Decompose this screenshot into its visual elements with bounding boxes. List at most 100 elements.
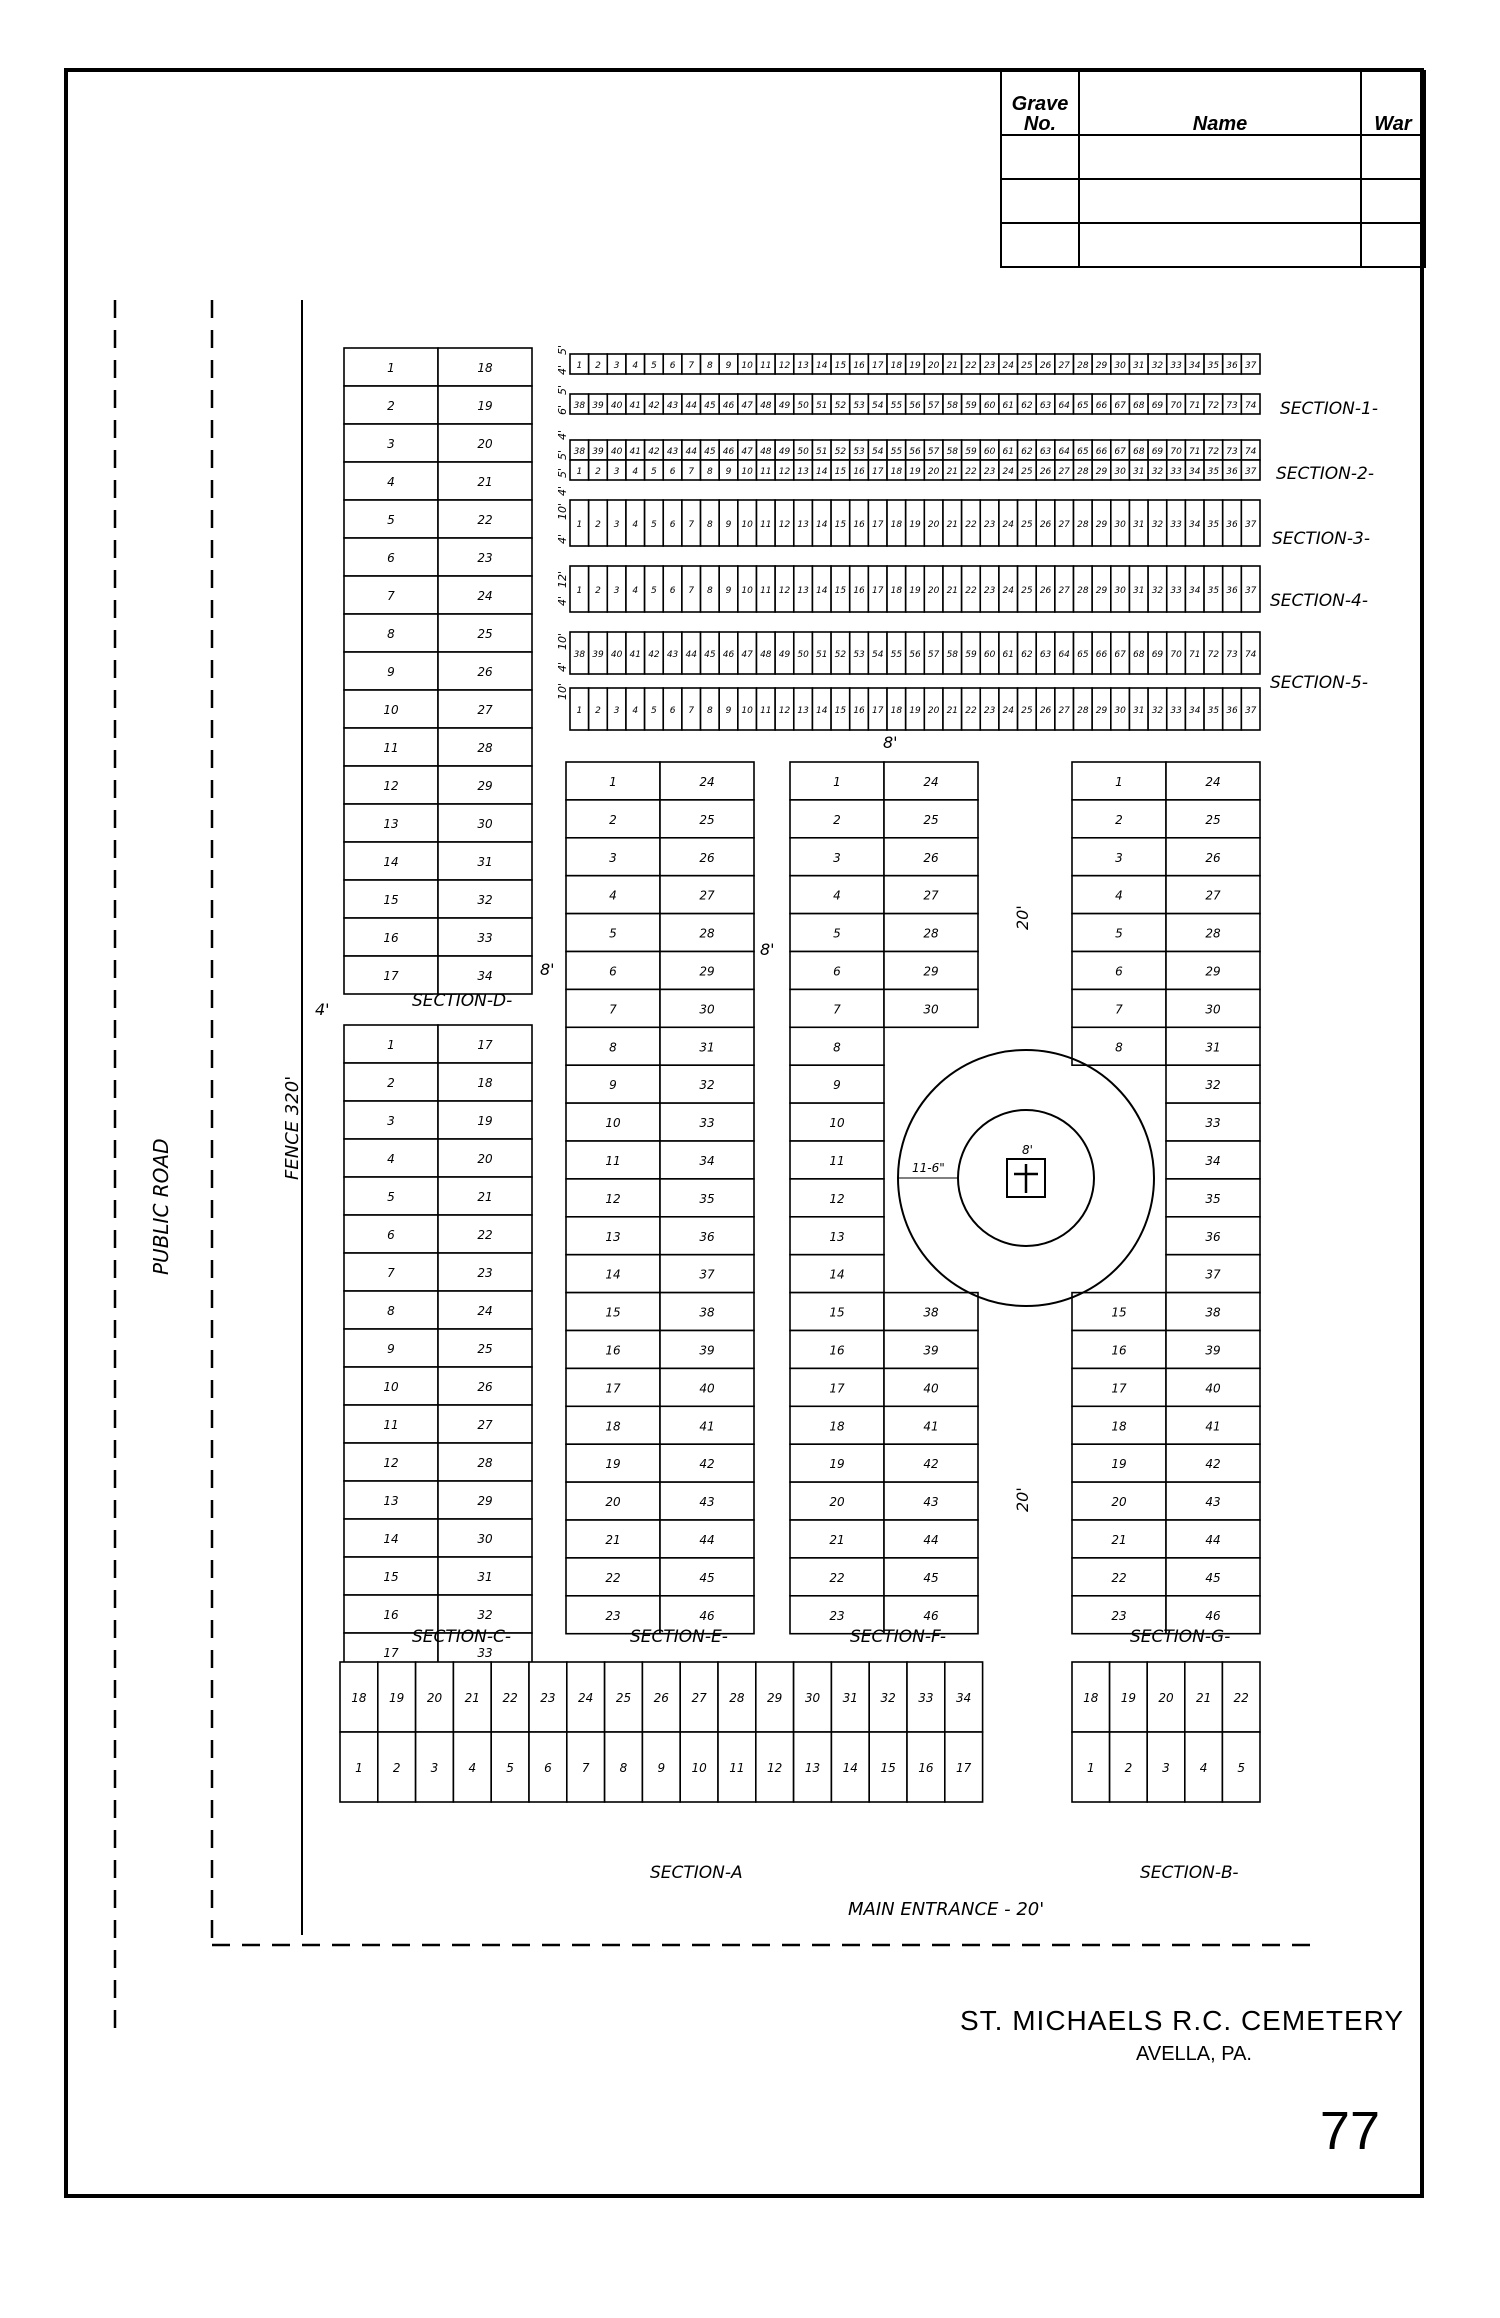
grave-number: 2: [595, 467, 601, 477]
grave-plot: [659, 761, 755, 801]
grave-number: 37: [1245, 520, 1257, 530]
grave-plot: [883, 988, 979, 1029]
grave-number: 27: [1058, 361, 1070, 371]
grave-number: 5: [387, 1190, 395, 1204]
grave-number: 23: [605, 1609, 620, 1623]
grave-number: 36: [1205, 1230, 1221, 1244]
grave-plot: [1071, 1519, 1167, 1559]
grave-number: 12: [383, 779, 398, 793]
grave-number: 5: [651, 467, 657, 477]
grave-number: 17: [477, 1038, 493, 1052]
grave-plot: [906, 1731, 946, 1803]
row-dimension: 5': [556, 385, 569, 395]
grave-number: 44: [1205, 1533, 1220, 1547]
grave-number: 50: [797, 401, 809, 411]
grave-number: 8: [387, 1304, 395, 1318]
grave-number: 35: [1208, 520, 1220, 530]
grave-number: 67: [1114, 401, 1126, 411]
grave-plot: [565, 836, 661, 877]
grave-number: 33: [918, 1691, 933, 1705]
grave-plot: [343, 499, 439, 539]
grave-number: 47: [741, 650, 753, 660]
grave-number: 8: [620, 1761, 628, 1775]
grave-number: 25: [1021, 467, 1033, 477]
grave-number: 28: [699, 927, 715, 941]
grave-number: 26: [1040, 520, 1052, 530]
grave-plot: [883, 1405, 979, 1446]
grave-number: 55: [891, 650, 903, 660]
grave-number: 60: [984, 401, 996, 411]
grave-number: 18: [477, 1076, 493, 1090]
grave-number: 3: [614, 467, 620, 477]
grave-plot: [565, 1731, 606, 1803]
grave-number: 18: [605, 1419, 621, 1433]
grave-number: 26: [1040, 467, 1052, 477]
grave-plot: [883, 1481, 979, 1521]
grave-number: 32: [1152, 520, 1164, 530]
grave-plot: [343, 803, 439, 843]
grave-plot: [565, 950, 661, 991]
grave-number: 24: [1205, 775, 1220, 789]
grave-number: 29: [1205, 964, 1220, 978]
grave-number: 24: [477, 1304, 492, 1318]
grave-number: 29: [1096, 586, 1108, 596]
grave-number: 3: [1115, 851, 1123, 865]
grave-plot: [437, 1024, 533, 1064]
grave-number: 17: [383, 1646, 399, 1660]
row-dimension: 4': [556, 596, 569, 606]
grave-number: 34: [1205, 1154, 1220, 1168]
grave-number: 22: [605, 1571, 620, 1585]
grave-number: 6: [670, 361, 676, 371]
grave-number: 9: [726, 467, 732, 477]
grave-number: 1: [576, 586, 582, 596]
grave-number: 22: [1234, 1691, 1249, 1705]
grave-number: 58: [947, 447, 959, 457]
grave-number: 6: [670, 520, 676, 530]
grave-number: 1: [576, 520, 582, 530]
grave-plot: [437, 1594, 533, 1634]
grave-number: 28: [477, 741, 493, 755]
grave-number: 29: [1096, 520, 1108, 530]
grave-number: 3: [387, 437, 395, 451]
grave-number: 24: [477, 589, 492, 603]
grave-number: 30: [699, 1002, 715, 1016]
grave-plot: [437, 499, 533, 539]
grave-number: 7: [582, 1761, 590, 1775]
grave-number: 18: [1111, 1419, 1127, 1433]
grave-number: 15: [835, 467, 847, 477]
grave-number: 30: [477, 817, 493, 831]
grave-number: 17: [829, 1381, 845, 1395]
grave-plot: [437, 1518, 533, 1558]
grave-number: 30: [1114, 586, 1126, 596]
grave-number: 27: [477, 703, 493, 717]
grave-number: 19: [1111, 1457, 1126, 1471]
grave-number: 12: [779, 520, 791, 530]
grave-number: 39: [699, 1343, 714, 1357]
grave-number: 21: [947, 706, 958, 716]
section-label-g: SECTION-G-: [1130, 1627, 1230, 1647]
grave-number: 29: [923, 964, 938, 978]
grave-number: 29: [477, 1494, 492, 1508]
grave-number: 10: [383, 703, 399, 717]
grave-plot: [1221, 1731, 1261, 1803]
grave-number: 33: [699, 1116, 714, 1130]
grave-plot: [437, 879, 533, 919]
grave-plot: [1071, 1731, 1111, 1803]
grave-number: 1: [609, 775, 617, 789]
grave-number: 31: [1133, 706, 1144, 716]
grave-number: 8: [609, 1040, 617, 1054]
grave-number: 4: [632, 467, 638, 477]
grave-plot: [437, 613, 533, 653]
grave-plot: [343, 1214, 439, 1254]
grave-number: 57: [928, 447, 940, 457]
grave-number: 5: [1237, 1761, 1245, 1775]
grave-number: 12: [605, 1192, 620, 1206]
section-1-plot: [1240, 353, 1261, 375]
grave-number: 5: [651, 361, 657, 371]
grave-number: 24: [578, 1691, 593, 1705]
grave-number: 60: [984, 650, 996, 660]
main-entrance-label: MAIN ENTRANCE - 20': [848, 1899, 1044, 1920]
grave-number: 34: [1189, 361, 1201, 371]
